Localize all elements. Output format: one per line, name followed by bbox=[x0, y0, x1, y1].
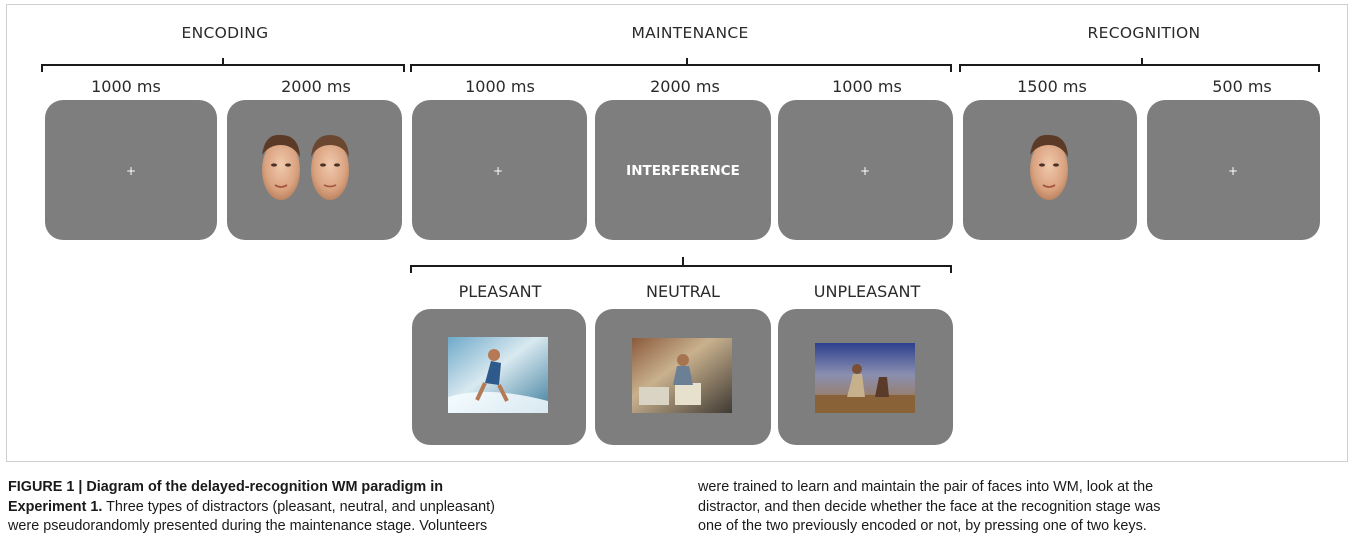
bracket-distractors bbox=[410, 257, 952, 273]
distractor-label-unpleasant: UNPLEASANT bbox=[814, 282, 921, 301]
caption-label: FIGURE 1 | Diagram of the delayed-recogn… bbox=[8, 479, 443, 495]
neutral-photo bbox=[632, 338, 732, 413]
screen-fixation bbox=[1147, 100, 1320, 240]
bracket-maintenance bbox=[410, 58, 952, 72]
timing-label: 2000 ms bbox=[650, 77, 720, 96]
timing-label: 1000 ms bbox=[832, 77, 902, 96]
caption-line: one of the two previously encoded or not… bbox=[698, 518, 1147, 534]
diagram-svg: ENCODING MAINTENANCE RECOGNITION 1000 ms… bbox=[41, 24, 1320, 445]
face-image bbox=[1030, 134, 1068, 200]
screen-fixation bbox=[412, 100, 587, 240]
caption-line: were trained to learn and maintain the p… bbox=[698, 479, 1154, 495]
timing-label: 500 ms bbox=[1212, 77, 1272, 96]
timing-label: 1500 ms bbox=[1017, 77, 1087, 96]
stage-encoding: ENCODING bbox=[182, 24, 269, 42]
screen-fixation bbox=[778, 100, 953, 240]
caption-text: Three types of distractors (pleasant, ne… bbox=[102, 498, 495, 515]
timing-label: 1000 ms bbox=[465, 77, 535, 96]
caption-right-column: were trained to learn and maintain the p… bbox=[698, 478, 1353, 537]
pleasant-photo bbox=[448, 337, 548, 413]
caption-left-column: FIGURE 1 | Diagram of the delayed-recogn… bbox=[8, 478, 658, 537]
fixation-cross: + bbox=[860, 164, 870, 178]
timing-label: 1000 ms bbox=[91, 77, 161, 96]
distractor-label-pleasant: PLEASANT bbox=[459, 282, 542, 301]
caption-line: distractor, and then decide whether the … bbox=[698, 498, 1161, 515]
caption-line: FIGURE 1 | Diagram of the delayed-recogn… bbox=[8, 478, 658, 498]
caption-line: were pseudorandomly presented during the… bbox=[8, 518, 488, 534]
timing-label: 2000 ms bbox=[281, 77, 351, 96]
face-image bbox=[262, 134, 300, 200]
fixation-cross: + bbox=[493, 164, 503, 178]
face-image bbox=[311, 135, 349, 200]
stage-maintenance: MAINTENANCE bbox=[631, 24, 748, 42]
screen-interference bbox=[595, 100, 771, 240]
stage-recognition: RECOGNITION bbox=[1088, 24, 1201, 42]
bracket-encoding bbox=[41, 58, 405, 72]
screen-fixation bbox=[45, 100, 217, 240]
fixation-cross: + bbox=[126, 164, 136, 178]
paradigm-diagram: ENCODING MAINTENANCE RECOGNITION 1000 ms… bbox=[6, 4, 1348, 462]
unpleasant-photo bbox=[815, 343, 915, 413]
distractor-label-neutral: NEUTRAL bbox=[646, 282, 720, 301]
fixation-cross: + bbox=[1228, 164, 1238, 178]
interference-label: INTERFERENCE bbox=[626, 163, 740, 179]
caption-line: Experiment 1. Three types of distractors… bbox=[8, 498, 658, 518]
bracket-recognition bbox=[959, 58, 1320, 72]
caption-label-cont: Experiment 1. bbox=[8, 498, 103, 515]
